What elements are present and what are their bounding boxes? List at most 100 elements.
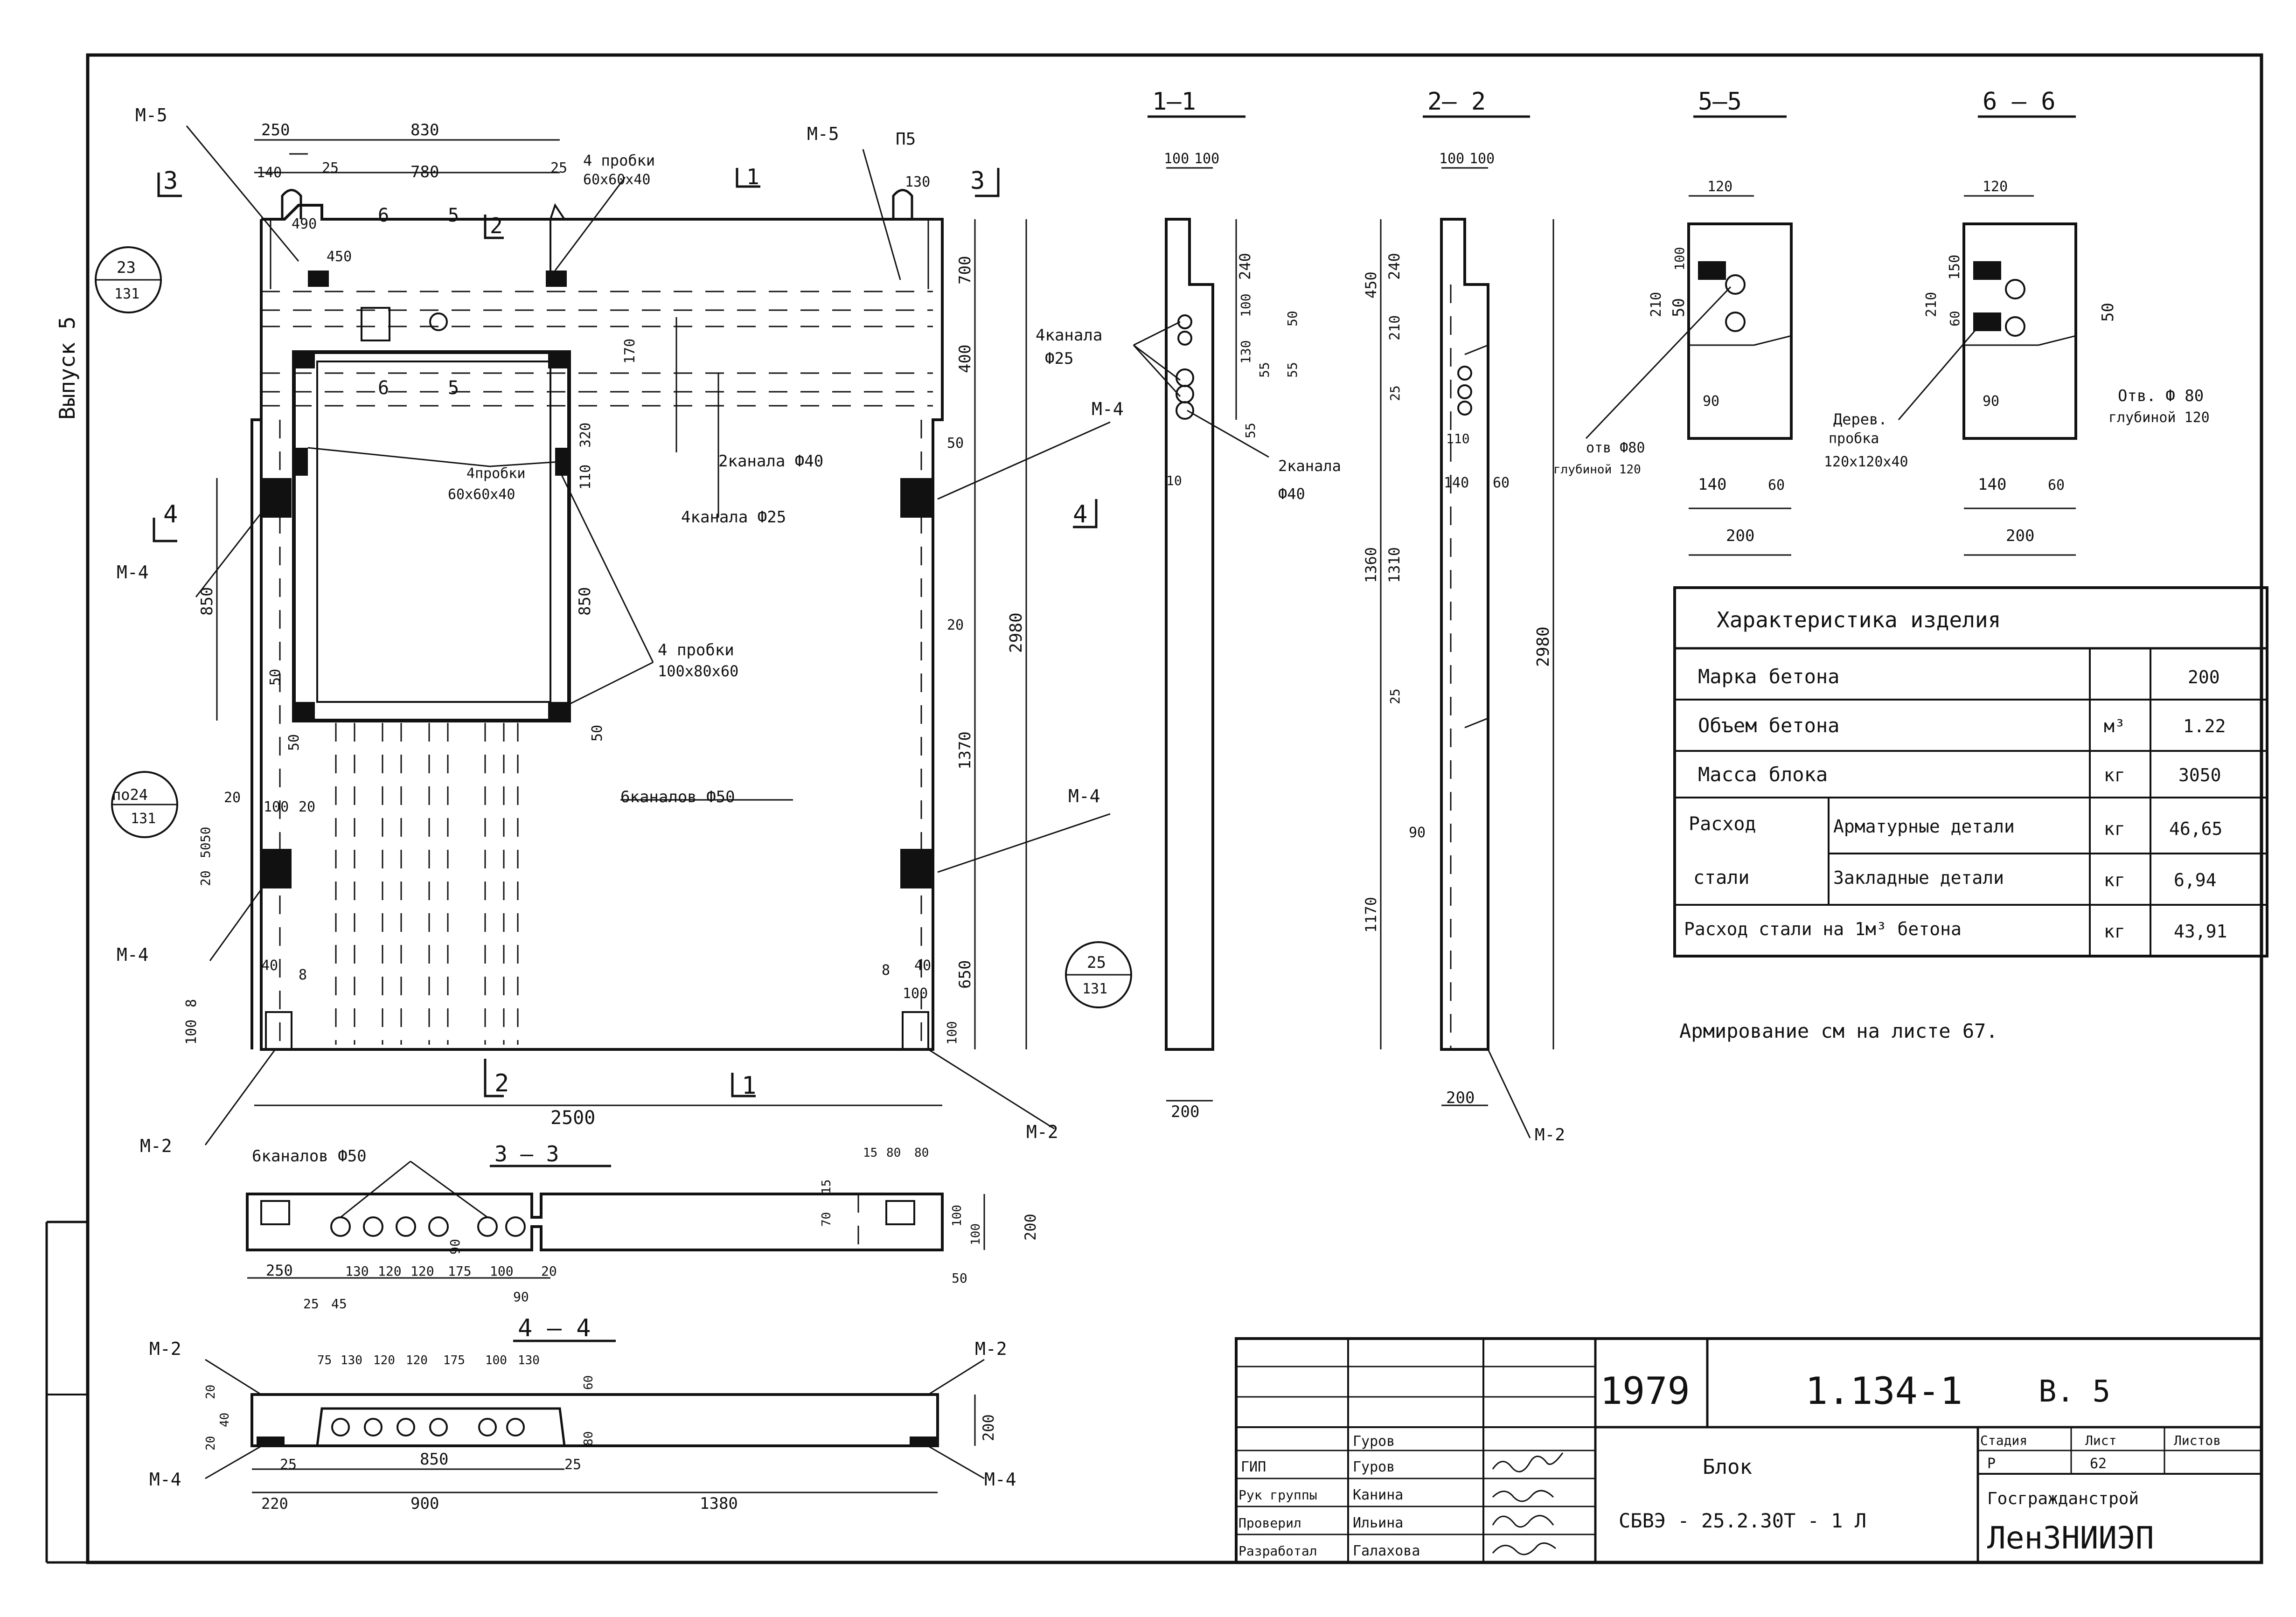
leader-m4-right-upper bbox=[937, 421, 1111, 500]
s55-dim-140: 140 bbox=[1698, 475, 1726, 494]
s22-dim-140: 140 bbox=[1444, 475, 1469, 491]
section-label-5-top: 5 bbox=[448, 205, 459, 226]
s66-note-hole: Отв. Ф 80 bbox=[2118, 387, 2204, 405]
section-marker-3-left bbox=[157, 173, 182, 197]
s44-dim-850: 850 bbox=[420, 1450, 448, 1469]
section-5-5-plug bbox=[1698, 261, 1726, 280]
characteristics-steel-group-1: Расход bbox=[1689, 813, 1756, 835]
leader-m5-right bbox=[862, 149, 901, 280]
section-6-6-slope bbox=[2038, 335, 2076, 346]
s44-dim-900: 900 bbox=[410, 1494, 439, 1513]
dim-830: 830 bbox=[410, 121, 439, 139]
s44-dim-175: 175 bbox=[443, 1353, 465, 1367]
dim-20-left: 20 bbox=[224, 790, 241, 806]
callout-23-top: 23 bbox=[117, 258, 136, 277]
tb-name-2: СБВЭ - 25.2.30Т - 1 Л bbox=[1619, 1509, 1866, 1532]
s33-dim-45: 45 bbox=[331, 1296, 347, 1312]
binder-label: Выпуск 5 bbox=[55, 316, 80, 420]
characteristics-row-unit: кг bbox=[2104, 921, 2125, 942]
s66-note-plug-2: пробка bbox=[1829, 430, 1879, 447]
embed-m2-left bbox=[265, 1011, 292, 1050]
dim-5050: 5050 bbox=[198, 827, 213, 858]
s11-dim-240: 240 bbox=[1236, 253, 1254, 280]
s33-dim-50: 50 bbox=[952, 1270, 967, 1286]
tb-role: Разработал bbox=[1238, 1543, 1317, 1559]
section-2-2-title: 2— 2 bbox=[1427, 88, 1486, 116]
section-marker-4-right bbox=[1073, 499, 1098, 528]
dim-20-left-2: 20 bbox=[299, 799, 315, 815]
tb-stage-hdr: Стадия bbox=[1980, 1433, 2027, 1448]
leader-m5-left bbox=[186, 125, 299, 262]
dim-450: 450 bbox=[327, 249, 352, 265]
s11-dim-10: 10 bbox=[1166, 473, 1182, 488]
section-6-6: 6 — 6 120 150 210 60 50 90 140 60 200 Де… bbox=[1824, 88, 2210, 556]
s11-dim-55c: 55 bbox=[1243, 423, 1258, 438]
sheet-frame bbox=[86, 53, 2263, 1564]
dim-100-right: 100 bbox=[903, 985, 928, 1002]
s11-dim-100b: 100 bbox=[1194, 151, 1219, 167]
tb-org-2: ЛенЗНИИЭП bbox=[1987, 1520, 2154, 1556]
characteristics-row-name: Марка бетона bbox=[1698, 665, 1839, 688]
s55-dim-50: 50 bbox=[1670, 298, 1688, 317]
section-6-6-title: 6 — 6 bbox=[1983, 88, 2056, 116]
s33-dim-120b: 120 bbox=[410, 1263, 434, 1279]
note-4ch25: 4канала Ф25 bbox=[681, 508, 786, 527]
s44-dim-25b: 25 bbox=[564, 1457, 581, 1473]
s33-dim-250: 250 bbox=[266, 1262, 293, 1279]
s11-dim-55b: 55 bbox=[1285, 362, 1300, 378]
characteristics-steel-group-2: стали bbox=[1693, 867, 1749, 888]
section-3-3-channel bbox=[330, 1216, 351, 1237]
s44-label-m2-left: М-2 bbox=[149, 1339, 181, 1359]
section-1-1-outline bbox=[1165, 218, 1214, 1051]
section-3-3-insert-right bbox=[885, 1200, 915, 1225]
s33-dim-100: 100 bbox=[490, 1263, 514, 1279]
dim-40-left: 40 bbox=[261, 958, 278, 974]
characteristics-row-value: 6,94 bbox=[2174, 870, 2217, 890]
dim-50-right: 50 bbox=[947, 435, 964, 451]
s22-dim-90: 90 bbox=[1409, 825, 1426, 841]
dim-250: 250 bbox=[261, 121, 290, 139]
section-4-4: 4 — 4 М-2 М-2 М-4 М-4 75 130 120 120 175… bbox=[149, 1314, 1016, 1513]
s22-dim-25b: 25 bbox=[1387, 688, 1403, 704]
label-m4-right-lower: М-4 bbox=[1068, 786, 1100, 806]
callout-24-top: по24 bbox=[112, 786, 148, 804]
s44-dim-80: 80 bbox=[582, 1431, 596, 1446]
s11-note-2ch: 2канала bbox=[1278, 457, 1341, 475]
section-label-1-bottom: 1 bbox=[742, 1072, 756, 1100]
note-plugs-top: 4 пробки bbox=[583, 152, 655, 169]
s55-dim-90: 90 bbox=[1703, 393, 1719, 409]
characteristics-row-unit: м³ bbox=[2104, 716, 2125, 736]
s66-note-depth: глубиной 120 bbox=[2108, 409, 2210, 426]
callout-25-bottom: 131 bbox=[1082, 981, 1107, 997]
section-5-5-hole bbox=[1725, 274, 1746, 295]
characteristics-frame bbox=[1673, 586, 2268, 958]
dim-780: 780 bbox=[410, 163, 439, 181]
signature-mark bbox=[1492, 1542, 1556, 1555]
section-2-2-outline bbox=[1440, 218, 1489, 1051]
s22-dim-100b: 100 bbox=[1469, 151, 1495, 167]
section-2-2-slope-bottom bbox=[1464, 717, 1489, 729]
s44-dim-60: 60 bbox=[582, 1375, 596, 1390]
s66-dim-150: 150 bbox=[1947, 255, 1963, 280]
characteristics-row-unit: кг bbox=[2104, 765, 2125, 785]
s55-dim-200: 200 bbox=[1726, 527, 1754, 545]
s22-dim-200: 200 bbox=[1446, 1089, 1475, 1107]
tb-org-1: Госгражданстрой bbox=[1987, 1489, 2139, 1508]
characteristics-row-value: 43,91 bbox=[2174, 921, 2227, 942]
s44-dim-130: 130 bbox=[341, 1353, 362, 1367]
s66-dim-210: 210 bbox=[1923, 292, 1940, 317]
s55-dim-210: 210 bbox=[1648, 292, 1664, 317]
section-label-6-top: 6 bbox=[378, 205, 389, 226]
dim-2500: 2500 bbox=[550, 1107, 595, 1129]
top-hole bbox=[429, 312, 448, 331]
s44-dim-20b: 20 bbox=[204, 1436, 218, 1450]
leader-m4-left-lower bbox=[209, 886, 264, 961]
dim-40-right: 40 bbox=[914, 958, 931, 974]
section-1-1-title: 1—1 bbox=[1152, 88, 1196, 116]
s33-dim-130: 130 bbox=[345, 1263, 369, 1279]
s55-dim-100: 100 bbox=[1672, 247, 1687, 271]
plug-window-br bbox=[548, 702, 569, 721]
dim-700: 700 bbox=[956, 256, 974, 285]
section-4-4-opening bbox=[316, 1407, 566, 1446]
section-label-2-bottom: 2 bbox=[494, 1069, 509, 1097]
